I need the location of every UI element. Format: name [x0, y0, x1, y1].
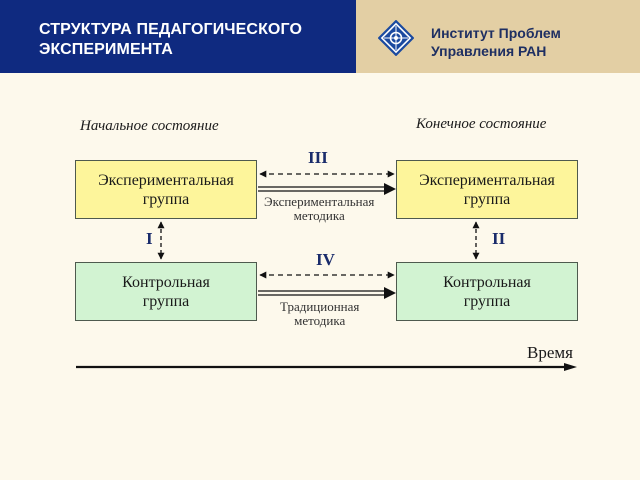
final-state-label: Конечное состояние [416, 116, 547, 132]
time-axis-label: Время [527, 343, 573, 362]
experimental-group-initial-line1: Экспериментальная [98, 171, 234, 189]
experimental-group-final-box: Экспериментальная группа [396, 160, 578, 219]
control-group-initial-line1: Контрольная [122, 273, 210, 291]
time-axis-arrowhead [564, 363, 577, 371]
experimental-group-initial-box: Экспериментальная группа [75, 160, 257, 219]
initial-state-label: Начальное состояние [80, 118, 219, 134]
experimental-method-line1: Экспериментальная [264, 194, 375, 209]
page-title: СТРУКТУРА ПЕДАГОГИЧЕСКОГО ЭКСПЕРИМЕНТА [39, 20, 302, 60]
control-group-final-line1: Контрольная [443, 273, 531, 291]
traditional-method-line2: методика [294, 313, 346, 328]
page-title-line2: ЭКСПЕРИМЕНТА [39, 41, 173, 58]
institute-name-line1: Институт Проблем [431, 25, 561, 41]
comparison-III-label: III [308, 148, 328, 167]
experimental-method-label: Экспериментальная методика [264, 195, 374, 223]
experimental-group-final-line1: Экспериментальная [419, 171, 555, 189]
experimental-method-arrow [258, 183, 396, 195]
traditional-method-label: Традиционная методика [280, 300, 359, 328]
traditional-method-line1: Традиционная [280, 299, 360, 314]
experimental-method-line2: методика [293, 208, 345, 223]
traditional-method-arrow [258, 287, 396, 299]
control-group-initial-box: Контрольная группа [75, 262, 257, 321]
comparison-II-label: II [492, 229, 506, 248]
experimental-group-final-line2: группа [463, 190, 511, 208]
institute-name-line2: Управления РАН [431, 43, 547, 59]
institute-name: Институт Проблем Управления РАН [431, 24, 561, 60]
control-group-final-line2: группа [463, 292, 511, 310]
header-title-panel [0, 0, 356, 73]
ipu-ran-logo-icon [378, 20, 414, 56]
control-group-final-box: Контрольная группа [396, 262, 578, 321]
comparison-IV-label: IV [316, 250, 335, 269]
page-title-line1: СТРУКТУРА ПЕДАГОГИЧЕСКОГО [39, 21, 302, 38]
experimental-group-initial-line2: группа [142, 190, 190, 208]
comparison-I-label: I [146, 229, 153, 248]
control-group-initial-line2: группа [142, 292, 190, 310]
